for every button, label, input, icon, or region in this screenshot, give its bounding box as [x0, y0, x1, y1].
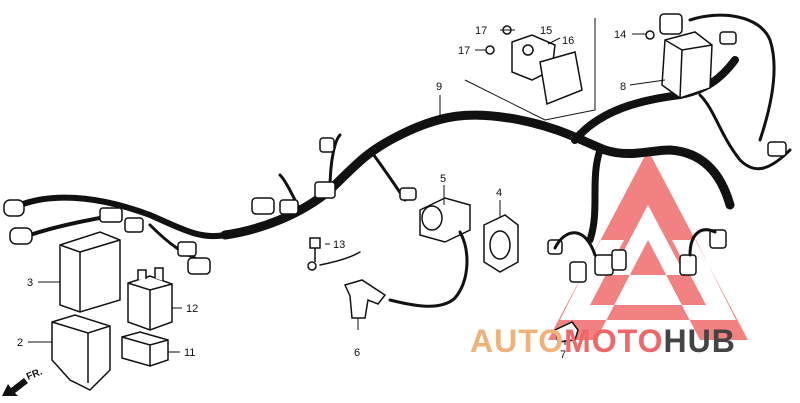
connector-e — [251, 197, 275, 215]
part-16-plate — [539, 51, 583, 106]
callout-8: 8 — [620, 81, 626, 93]
part-2-cover — [51, 314, 111, 391]
connector-left-bottom — [9, 227, 33, 245]
inset-detail — [464, 18, 655, 121]
part-8-regulator — [659, 13, 713, 99]
connector-k — [569, 261, 587, 283]
callout-9: 9 — [436, 81, 442, 93]
watermark-logo — [548, 150, 748, 340]
watermark-segment-moto: MOTO — [564, 323, 663, 359]
watermark-segment-hub: HUB — [663, 323, 735, 359]
connector-g — [314, 181, 336, 199]
callout-17-top: 17 — [475, 25, 487, 37]
part-4-component — [483, 214, 519, 273]
watermark-text: AUTOMOTOHUB — [470, 323, 736, 359]
callouts: 3 2 9 5 4 6 7 8 12 11 13 14 15 16 17 17 — [17, 25, 626, 361]
connector-i — [399, 187, 417, 201]
callout-11: 11 — [184, 347, 195, 359]
connector-c — [177, 241, 197, 257]
callout-15: 15 — [540, 25, 552, 37]
connector-n — [679, 254, 697, 276]
callout-17-bottom: 17 — [458, 45, 470, 57]
callout-3: 3 — [27, 277, 33, 289]
part-13-bolt — [307, 237, 321, 271]
callout-6: 6 — [354, 347, 360, 359]
callout-7: 7 — [560, 349, 566, 361]
connector-q — [719, 31, 737, 45]
part-5-ignition-coil — [419, 197, 471, 243]
connectors — [3, 31, 787, 283]
connector-b — [124, 217, 144, 233]
callout-5: 5 — [440, 173, 446, 185]
arrow-down-left-icon — [2, 378, 28, 396]
connector-d — [187, 257, 211, 275]
callout-14: 14 — [614, 29, 626, 41]
watermark-triangle — [548, 150, 748, 340]
callout-16: 16 — [562, 35, 574, 47]
connector-l — [594, 254, 614, 276]
connector-h — [319, 137, 335, 153]
callout-12: 12 — [186, 303, 198, 315]
front-label: FR. — [25, 366, 44, 382]
connector-f — [279, 199, 299, 215]
connector-left-top — [3, 199, 25, 217]
connector-p — [767, 141, 787, 157]
front-direction-indicator: FR. — [2, 366, 44, 396]
part-12-relay — [127, 267, 173, 331]
watermark-segment-auto: AUTO — [470, 323, 564, 359]
part-3-module — [59, 231, 121, 313]
leader-lines — [28, 29, 666, 353]
part-6-plug-cap — [343, 279, 387, 319]
connector-o — [709, 229, 727, 249]
callout-13: 13 — [333, 239, 345, 251]
callout-2: 2 — [17, 337, 23, 349]
part-7-clip — [554, 321, 579, 343]
callout-4: 4 — [496, 187, 502, 199]
part-11-cover — [121, 331, 169, 367]
connector-a — [99, 207, 123, 223]
connector-m — [611, 249, 627, 271]
